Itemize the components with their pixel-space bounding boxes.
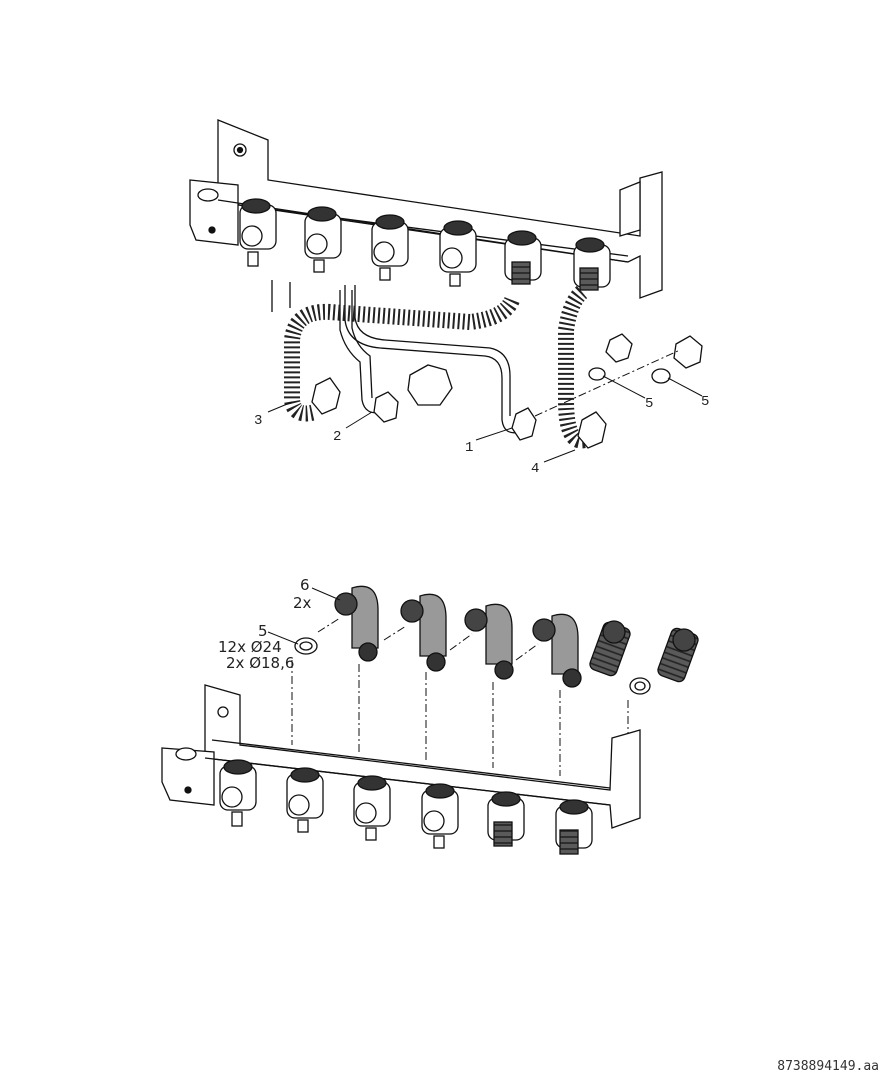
pipe-1 bbox=[344, 285, 521, 434]
pipe-2 bbox=[339, 290, 383, 414]
upper-corrugated-hoses bbox=[284, 285, 588, 449]
upper-valve-4 bbox=[439, 220, 477, 287]
lower-callout-6-qty: 2x bbox=[293, 594, 312, 612]
upper-valves bbox=[239, 198, 611, 291]
upper-callout-4: 4 bbox=[531, 461, 539, 477]
upper-assembly: 3 2 1 4 5 5 bbox=[189, 119, 709, 477]
elbow-fitting-1 bbox=[334, 585, 379, 662]
elbow-fitting-4 bbox=[532, 613, 582, 688]
upper-valve-5 bbox=[504, 230, 542, 285]
lower-valve-5 bbox=[487, 791, 525, 847]
lower-valve-1 bbox=[219, 759, 257, 827]
straight-fitting-1 bbox=[589, 620, 631, 677]
lower-leaders bbox=[267, 587, 341, 645]
reference-code: 8738894149.aa bbox=[777, 1059, 879, 1074]
lower-mounting-rail bbox=[161, 684, 641, 829]
hose-3 bbox=[284, 296, 520, 422]
lower-valve-4 bbox=[421, 783, 459, 849]
lower-valve-2 bbox=[286, 767, 324, 833]
upper-callout-5a: 5 bbox=[645, 396, 653, 412]
upper-callout-2: 2 bbox=[333, 429, 341, 445]
lower-callout-5-qty-b: 2x Ø18,6 bbox=[226, 654, 294, 672]
lower-callout-5-qty-a: 12x Ø24 bbox=[218, 638, 282, 656]
upper-fittings bbox=[311, 333, 703, 449]
straight-fitting-2 bbox=[657, 627, 699, 683]
lower-fittings bbox=[294, 585, 699, 695]
lower-callout-6: 6 bbox=[300, 576, 310, 594]
lower-callout-5: 5 bbox=[258, 622, 268, 640]
upper-valve-2 bbox=[304, 206, 342, 273]
lower-valve-3 bbox=[353, 775, 391, 841]
lower-valve-6 bbox=[555, 799, 593, 855]
upper-leaders bbox=[267, 349, 703, 463]
upper-valve-1 bbox=[239, 198, 277, 267]
elbow-fitting-2 bbox=[400, 593, 447, 672]
upper-callout-1: 1 bbox=[465, 440, 473, 456]
elbow-fitting-3 bbox=[464, 603, 514, 680]
upper-callout-3: 3 bbox=[254, 413, 262, 429]
upper-valve-3 bbox=[371, 214, 409, 281]
lower-valves bbox=[219, 759, 593, 855]
lower-assembly: 6 2x 5 12x Ø24 2x Ø18,6 bbox=[161, 576, 699, 855]
upper-callout-5b: 5 bbox=[701, 394, 709, 410]
upper-mounting-rail bbox=[189, 119, 663, 299]
hose-4 bbox=[558, 285, 588, 449]
upper-valve-6 bbox=[573, 237, 611, 291]
